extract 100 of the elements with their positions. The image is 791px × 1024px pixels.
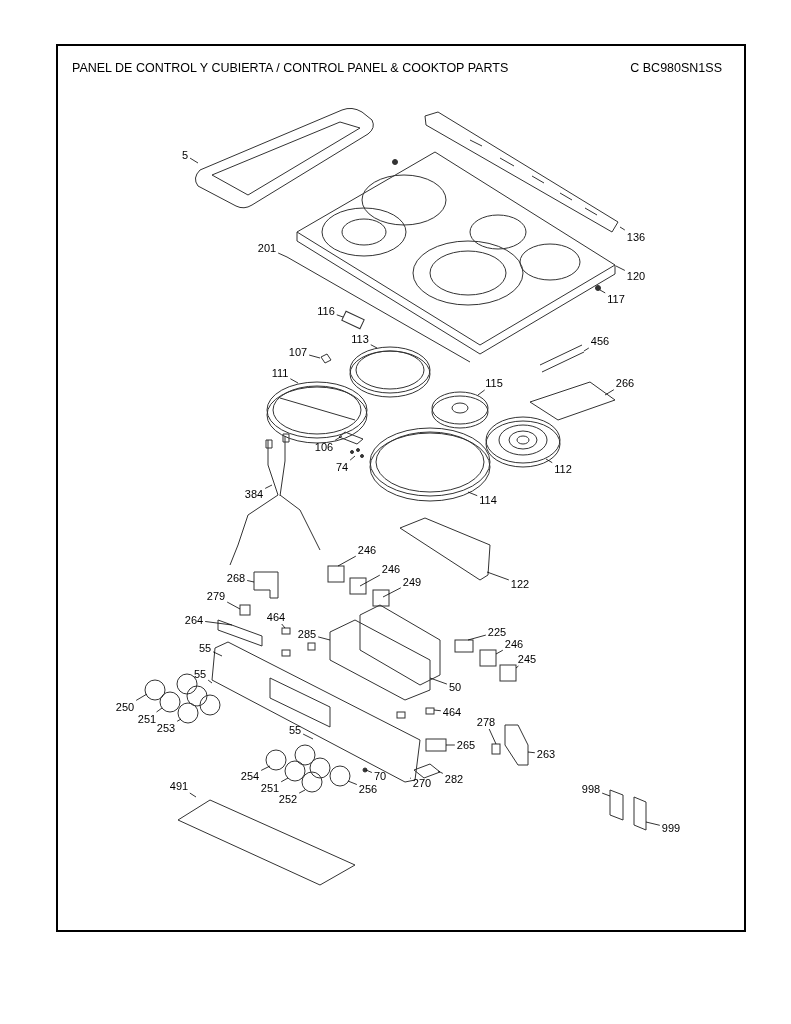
leader-line <box>156 707 163 713</box>
diagram-title: PANEL DE CONTROL Y CUBIERTA / CONTROL PANEL & COOKTOP PARTS <box>72 61 509 75</box>
callout-number: 116 <box>317 305 335 317</box>
callout-number: 279 <box>206 590 226 602</box>
callout-number: 120 <box>626 270 646 282</box>
leader-line <box>264 484 273 489</box>
callout-number: 253 <box>156 722 176 734</box>
callout-number: 106 <box>314 441 334 453</box>
model-number: C BC980SN1SS <box>630 61 722 75</box>
callout-number: 136 <box>626 231 646 243</box>
leader-line <box>349 455 356 461</box>
callout-number: 114 <box>479 494 497 506</box>
leader-line <box>359 574 381 587</box>
leader-line <box>317 636 331 641</box>
leader-line <box>336 314 344 318</box>
leader-line <box>601 792 611 797</box>
callout-number: 384 <box>244 488 264 500</box>
leader-line <box>370 344 378 349</box>
callout-number: 225 <box>487 626 507 638</box>
callout-number: 250 <box>115 701 135 713</box>
leader-line <box>545 458 553 464</box>
callout-number: 112 <box>554 463 572 475</box>
leader-line <box>334 435 343 441</box>
leader-line <box>429 677 448 685</box>
leader-line <box>477 389 486 396</box>
leader-line <box>467 491 478 497</box>
callout-number: 464 <box>442 706 462 718</box>
leader-line <box>615 265 626 271</box>
leader-line <box>515 665 519 669</box>
callout-number: 263 <box>536 748 556 760</box>
callout-number: 111 <box>271 367 289 379</box>
callout-number: 456 <box>590 335 610 347</box>
leader-line <box>176 718 182 722</box>
callout-number: 256 <box>358 783 378 795</box>
leader-line <box>207 679 213 684</box>
leader-line <box>365 769 373 773</box>
leader-line <box>467 634 487 641</box>
callout-number: 264 <box>184 614 204 626</box>
callout-number: 70 <box>373 770 387 782</box>
callout-number: 246 <box>357 544 377 556</box>
leader-line <box>289 378 299 384</box>
leader-line <box>302 733 314 740</box>
callout-number: 55 <box>288 724 302 736</box>
leader-line <box>189 157 199 164</box>
leader-line <box>583 347 590 352</box>
callout-number: 5 <box>181 149 189 161</box>
leader-line <box>445 744 456 746</box>
callout-number: 107 <box>288 346 308 358</box>
leader-line <box>433 709 442 712</box>
callout-number: 254 <box>240 770 260 782</box>
leader-line <box>226 601 241 610</box>
leader-line <box>298 789 306 794</box>
callout-number: 122 <box>510 578 530 590</box>
callout-number: 999 <box>661 822 681 834</box>
leader-line <box>189 792 197 798</box>
callout-number: 998 <box>581 783 601 795</box>
leader-line <box>260 765 271 771</box>
callout-number: 117 <box>607 293 625 305</box>
leader-line <box>619 226 626 231</box>
leader-line <box>246 580 255 583</box>
callout-number: 246 <box>504 638 524 650</box>
leader-line <box>409 777 412 779</box>
leader-line <box>347 780 358 785</box>
callout-number: 74 <box>335 461 349 473</box>
callout-number: 249 <box>402 576 422 588</box>
callout-number: 50 <box>448 681 462 693</box>
callout-number: 268 <box>226 572 246 584</box>
callout-number: 201 <box>257 242 277 254</box>
leader-line <box>135 693 148 701</box>
callout-number: 245 <box>517 653 537 665</box>
callout-number: 270 <box>412 777 432 789</box>
leader-line <box>604 389 615 396</box>
callout-number: 251 <box>260 782 280 794</box>
leader-line <box>308 354 321 359</box>
callout-number: 55 <box>198 642 212 654</box>
leader-line <box>495 649 504 655</box>
leader-line <box>280 777 289 783</box>
callout-number: 115 <box>485 377 503 389</box>
callout-number: 285 <box>297 628 317 640</box>
leader-line <box>382 587 402 598</box>
leader-line <box>645 821 661 826</box>
leader-line <box>212 651 223 657</box>
leader-line <box>277 252 288 258</box>
leader-line <box>599 289 606 294</box>
leader-line <box>486 571 510 581</box>
callout-number: 55 <box>193 668 207 680</box>
callout-number: 278 <box>476 716 496 728</box>
leader-line <box>437 770 444 774</box>
callout-number: 266 <box>615 377 635 389</box>
callout-number: 282 <box>444 773 464 785</box>
leader-line <box>337 555 357 567</box>
callout-number: 265 <box>456 739 476 751</box>
callout-number: 252 <box>278 793 298 805</box>
callout-number: 491 <box>169 780 189 792</box>
leader-line <box>281 623 286 629</box>
leader-line <box>527 751 536 754</box>
callout-number: 251 <box>137 713 157 725</box>
leader-line <box>204 621 233 626</box>
callout-number: 246 <box>381 563 401 575</box>
callout-number: 464 <box>266 611 286 623</box>
